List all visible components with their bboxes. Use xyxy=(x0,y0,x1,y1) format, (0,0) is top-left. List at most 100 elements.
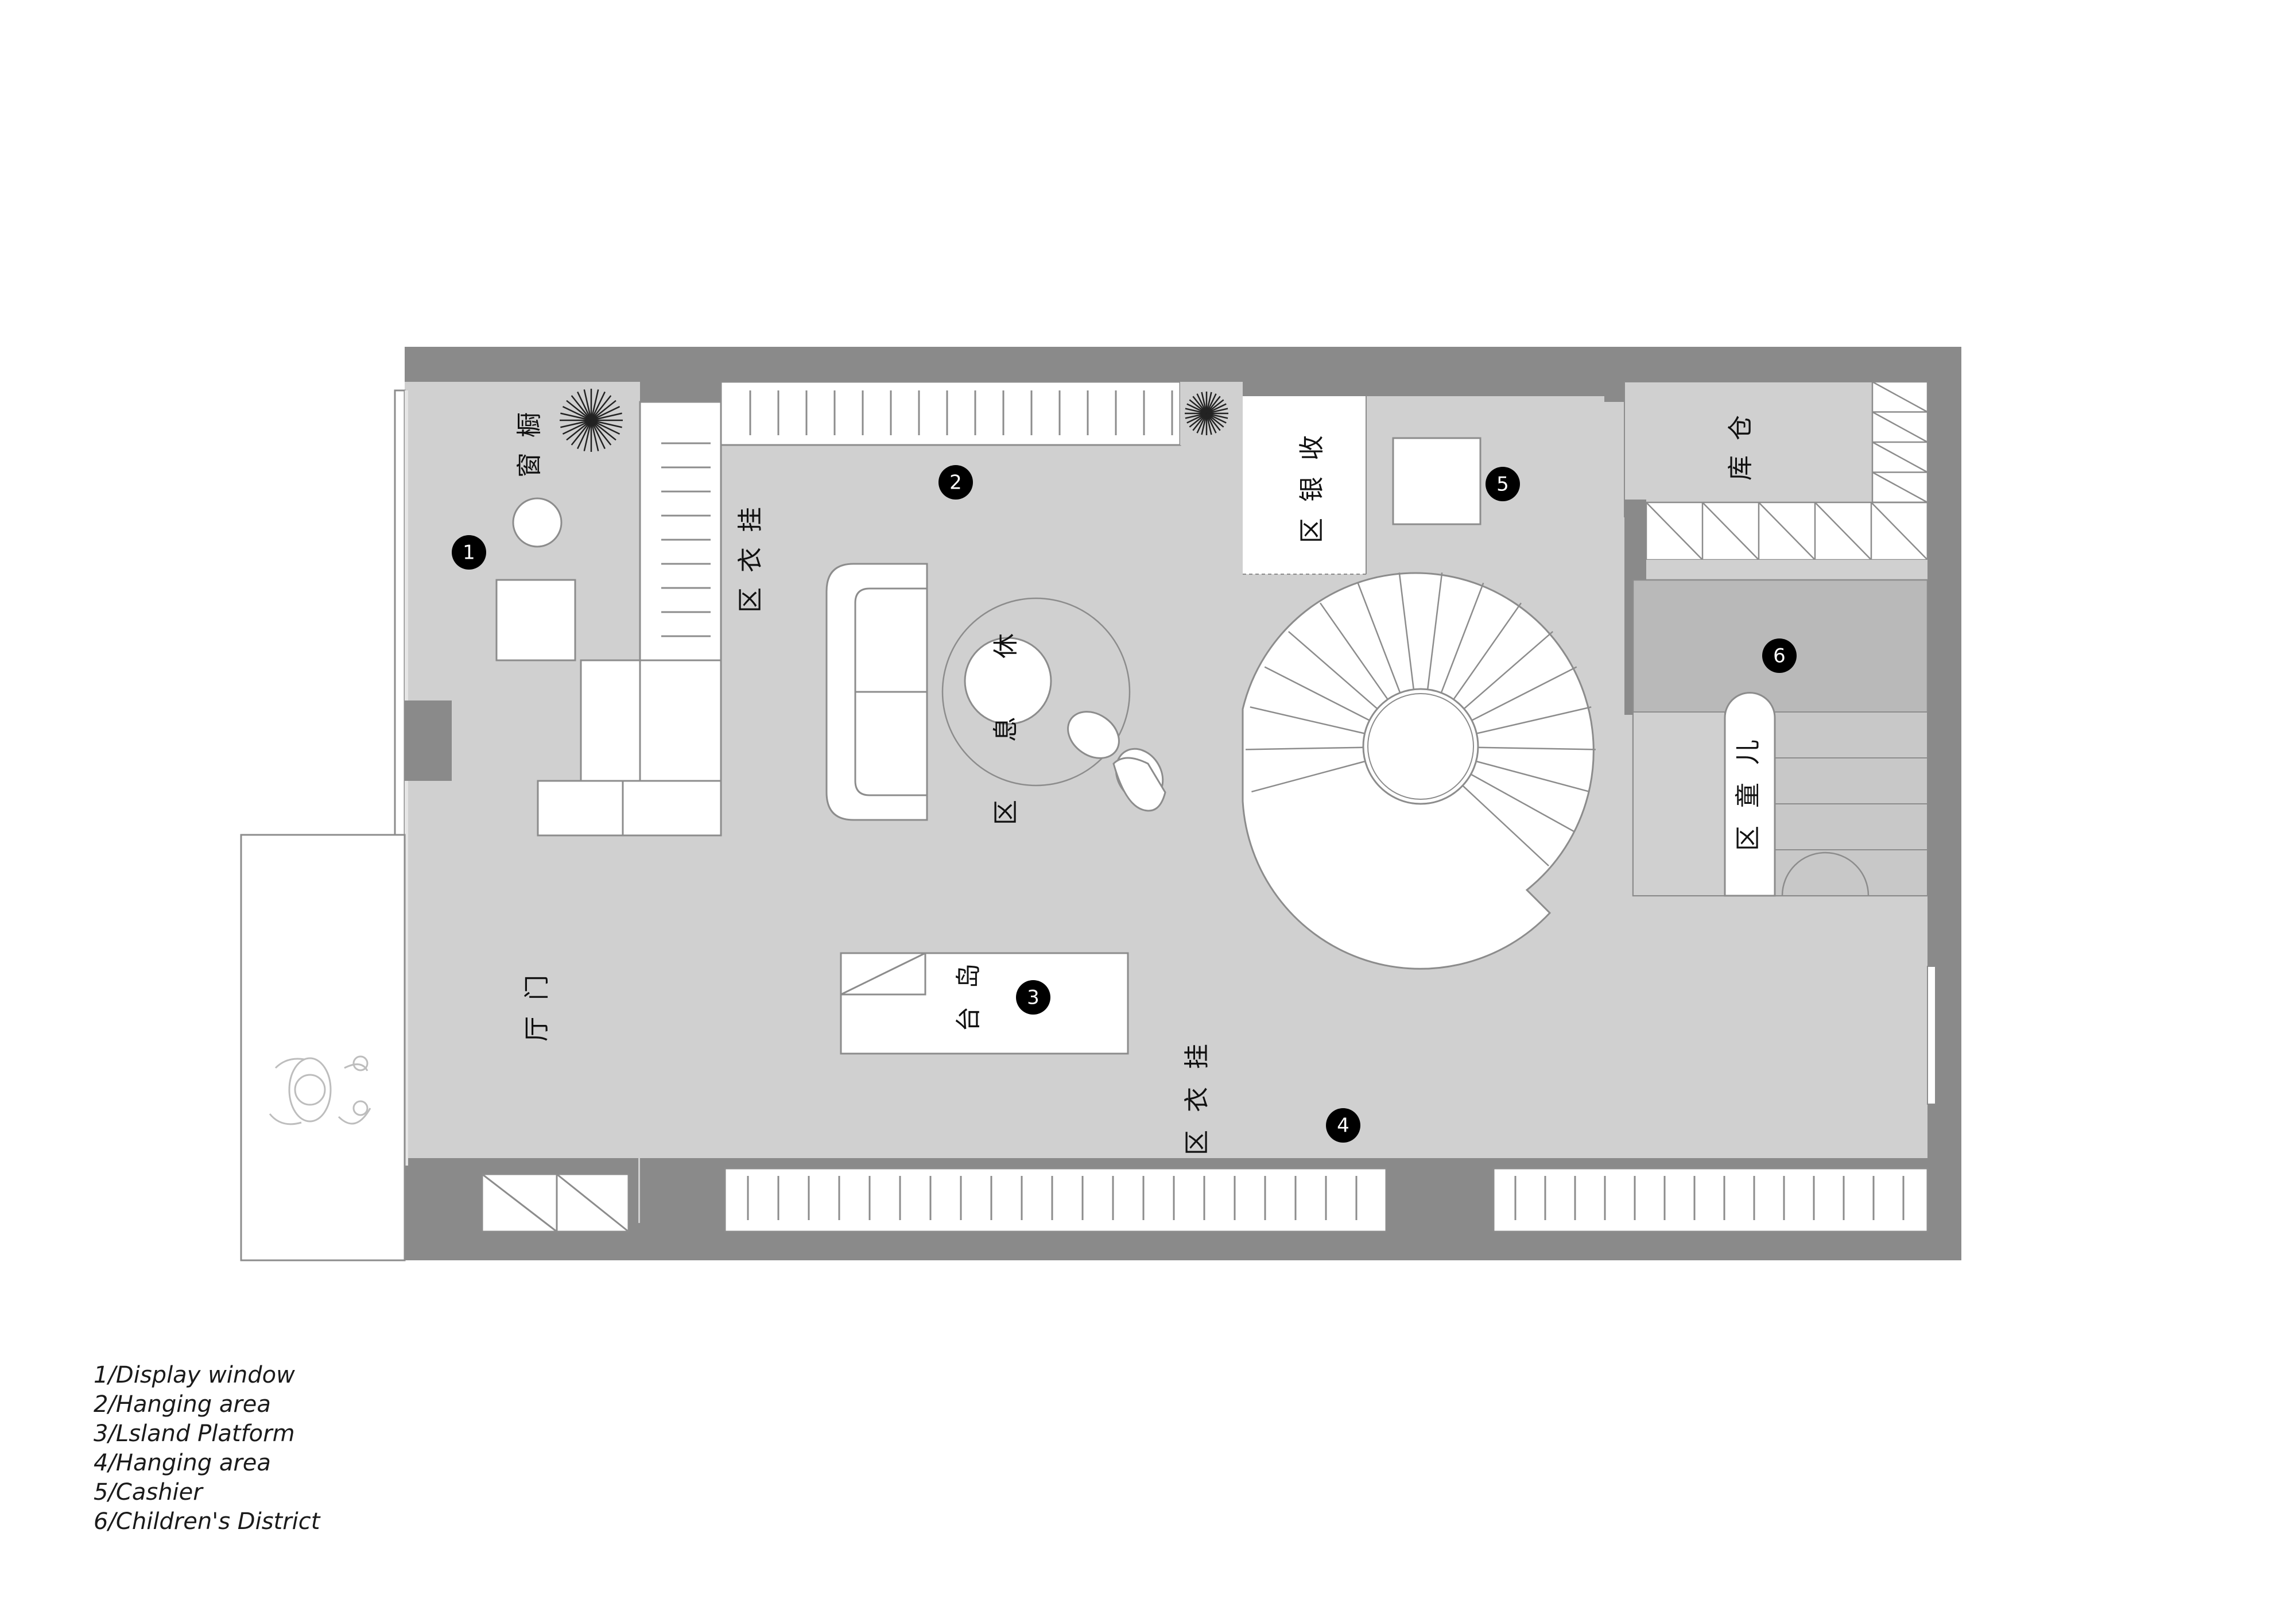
zone-number-marker: 3 xyxy=(1016,980,1050,1015)
plant-leaf xyxy=(590,420,599,451)
stair-tread xyxy=(1477,746,1596,750)
rug xyxy=(941,597,1131,787)
island-shelf xyxy=(840,952,926,996)
hanger-rows-vertical xyxy=(661,442,711,637)
shelf-diagonal xyxy=(1872,471,1928,504)
plant-leaf xyxy=(577,391,592,421)
entrance-shelf xyxy=(481,1173,630,1233)
zone-label-char: 门 xyxy=(522,975,552,1000)
children-door-arc xyxy=(1781,851,1870,896)
marker-number: 1 xyxy=(463,541,475,564)
person-figure xyxy=(269,1055,371,1125)
zone-number-marker: 1 xyxy=(452,535,486,570)
zone-label-char: 银 xyxy=(1297,477,1327,502)
plant-leaf xyxy=(566,420,592,441)
stair-tread xyxy=(1453,602,1522,700)
hanging-rail-vertical xyxy=(639,401,722,661)
shelf-diagonal xyxy=(1872,411,1928,443)
plant-leaf xyxy=(1186,403,1207,415)
plant-leaf xyxy=(560,412,592,421)
stair-tread xyxy=(1246,746,1364,750)
shelf-diagonal xyxy=(1814,502,1872,560)
stair-tread xyxy=(1463,630,1554,710)
zone-label-char: 儿 xyxy=(1733,740,1763,765)
entrance-shelf-diagonals xyxy=(482,1173,629,1233)
zone-label-char: 区 xyxy=(1182,1130,1212,1155)
stair-tread xyxy=(1251,760,1366,793)
cashier-counter xyxy=(1243,396,1366,574)
zone-label-char: 息 xyxy=(991,717,1021,742)
marker-number: 3 xyxy=(1027,986,1040,1009)
marker-dot xyxy=(1486,467,1520,501)
legend-item: 5/Cashier xyxy=(94,1479,203,1505)
plant-leaf xyxy=(583,389,592,421)
plant-leaf xyxy=(1196,393,1208,414)
plant-leaf xyxy=(571,420,592,446)
plant-leaf xyxy=(1201,392,1208,414)
plant-leaf xyxy=(591,419,620,435)
legend-item: 2/Hanging area xyxy=(94,1391,271,1418)
hanging-rail-bottom-left xyxy=(724,1167,1387,1233)
plant-leaf xyxy=(583,420,592,451)
plant-leaf xyxy=(1189,413,1207,428)
floor xyxy=(405,382,1927,1223)
plant-leaf xyxy=(1206,412,1228,419)
zone-label-char: 衣 xyxy=(1182,1087,1212,1112)
plant-leaf xyxy=(1205,393,1217,414)
lounge-chair xyxy=(1067,711,1166,812)
plant-leaf xyxy=(591,400,616,421)
zone-label-char: 区 xyxy=(1733,826,1763,851)
zone-label-char: 仓 xyxy=(1726,415,1755,440)
plant-leaf xyxy=(1205,392,1212,414)
plant-icon-2 xyxy=(1185,392,1228,435)
plant-leaf xyxy=(1206,408,1228,415)
plant-leaf xyxy=(591,412,622,421)
plant-leaf xyxy=(1205,413,1212,435)
plant-leaf xyxy=(591,406,620,421)
right-side-door xyxy=(1927,966,1936,1105)
plant-leaf xyxy=(1186,412,1207,424)
coffee-table xyxy=(964,637,1052,725)
plant-leaf xyxy=(562,406,592,421)
zone-label-char: 挂 xyxy=(736,507,765,532)
plant-leaf xyxy=(1205,413,1217,434)
plant-leaf xyxy=(590,391,606,421)
plant-leaf xyxy=(560,419,592,428)
stair-tread xyxy=(1264,666,1370,721)
marker-dot xyxy=(1326,1108,1360,1143)
plant-leaf xyxy=(1206,399,1224,414)
zone-label-char: 厅 xyxy=(522,1016,552,1042)
plant-leaf xyxy=(591,420,612,446)
stair-treads xyxy=(1246,572,1596,866)
zone-label-char: 休 xyxy=(991,633,1021,659)
hanging-rail-top xyxy=(720,381,1181,446)
warehouse-threshold xyxy=(1646,560,1927,580)
plant-leaf xyxy=(1185,412,1207,419)
plant-leaf xyxy=(1196,413,1208,434)
plant-leaf xyxy=(1201,413,1208,435)
stair-tread xyxy=(1320,602,1389,700)
zone-number-marker: 5 xyxy=(1486,467,1520,501)
plant-leaf xyxy=(1192,396,1207,414)
hanger-rows-top xyxy=(749,390,1173,435)
plant-leaf xyxy=(1206,396,1221,414)
marker-number: 6 xyxy=(1773,645,1786,668)
legend-item: 1/Display window xyxy=(94,1362,295,1388)
zone-number-marker: 6 xyxy=(1762,638,1797,673)
stair-tread xyxy=(1287,630,1378,710)
legend-item: 3/Lsland Platform xyxy=(94,1421,295,1447)
zone-label-char: 库 xyxy=(1726,455,1755,481)
plant-leaf xyxy=(591,419,622,428)
children-room-left xyxy=(1632,711,1725,896)
zone-label-char: 挂 xyxy=(1182,1044,1212,1069)
marker-dot xyxy=(452,535,486,570)
marker-number: 5 xyxy=(1496,473,1509,496)
legend-item: 6/Children's District xyxy=(94,1508,320,1535)
outdoor-entrance xyxy=(240,834,406,1261)
hanging-rail-bottom-right xyxy=(1492,1167,1929,1233)
plant-leaf xyxy=(1189,399,1207,414)
plant-leaf xyxy=(1206,413,1221,431)
shelf-diagonal xyxy=(1758,502,1816,560)
zone-label-char: 收 xyxy=(1297,435,1327,460)
